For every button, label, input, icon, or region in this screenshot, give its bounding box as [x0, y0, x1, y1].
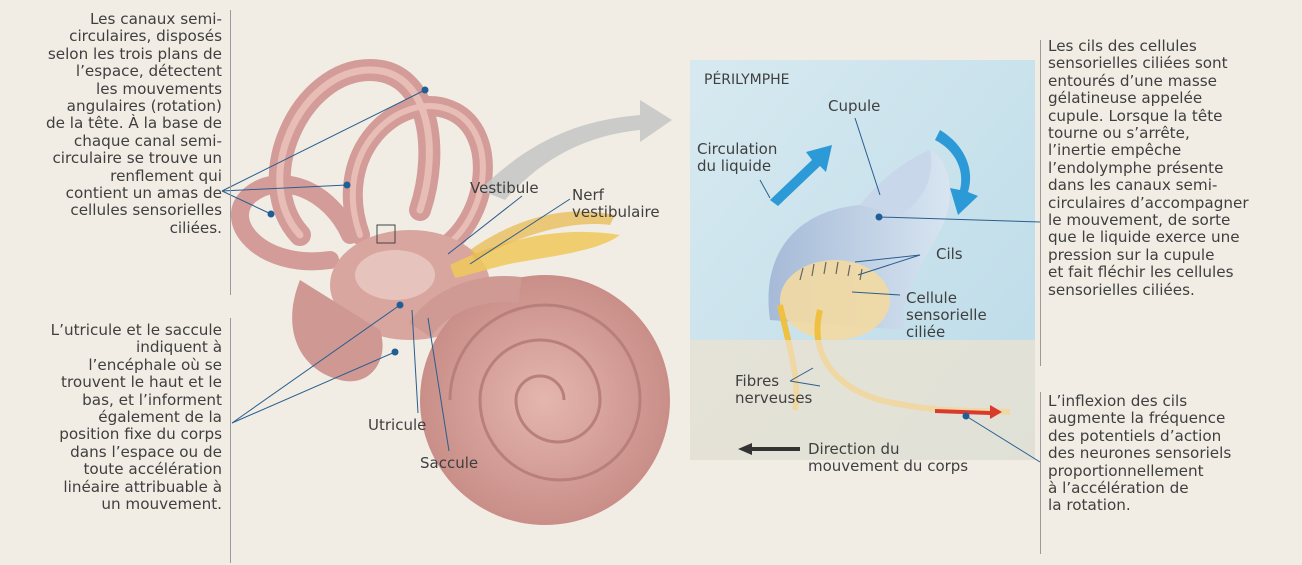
cilia-label: Cils: [936, 246, 963, 263]
hair-cell-label: Cellule sensorielle ciliée: [906, 290, 987, 341]
vestibule-label: Vestibule: [470, 180, 539, 197]
perilymph-label: PÉRILYMPHE: [704, 72, 790, 89]
utricle-saccule-note: L’utricule et le saccule indiquent à l’e…: [0, 322, 222, 513]
saccule-label: Saccule: [420, 455, 478, 472]
nerve-fibres-label: Fibres nerveuses: [735, 373, 812, 407]
vestibular-nerve-label: Nerf vestibulaire: [572, 187, 660, 221]
fluid-circulation-label: Circulation du liquide: [697, 141, 777, 175]
left-rule-bottom: [230, 318, 231, 563]
body-direction-label: Direction du mouvement du corps: [808, 441, 968, 475]
inflexion-note: L’inflexion des cils augmente la fréquen…: [1048, 393, 1302, 515]
cupula-label: Cupule: [828, 98, 880, 115]
cochlea: [420, 275, 670, 525]
utricle-label: Utricule: [368, 417, 426, 434]
cilia-cupula-note: Les cils des cellules sensorielles cilié…: [1048, 38, 1302, 299]
canals-note: Les canaux semi- circulaires, disposés s…: [0, 11, 222, 237]
right-rule-bottom: [1040, 392, 1041, 554]
right-rule-top: [1040, 40, 1041, 366]
semicircular-canals: [240, 70, 483, 261]
left-rule-top: [230, 10, 231, 295]
